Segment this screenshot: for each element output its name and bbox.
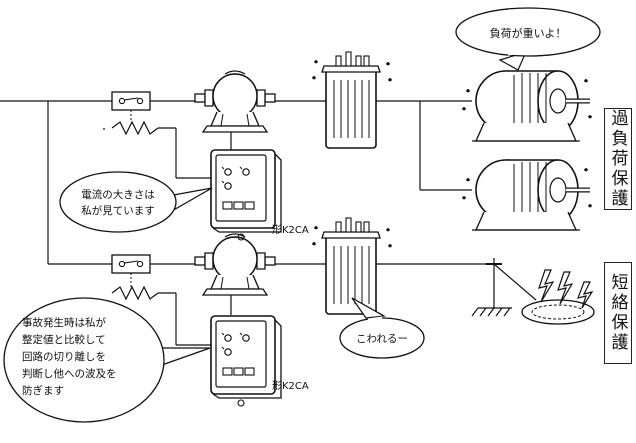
breaker-lower: [111, 254, 151, 274]
relay-k2ca-upper: [210, 149, 282, 241]
callout-fault-line3: 回路の切り離しを: [22, 350, 106, 363]
wiring: [0, 100, 537, 346]
callout-fault-line1: 事故発生時は私が: [22, 316, 106, 329]
breaker-upper: [111, 91, 151, 111]
callout-current-watch: 電流の大きさは 私が見ています: [59, 171, 213, 233]
callout-current-watch-line1: 電流の大きさは: [81, 188, 155, 201]
motor-lower: [462, 160, 592, 230]
callout-fault-compare: 事故発生時は私が 整定値と比較して 回路の切り離しを 判断し他への波及を 防ぎま…: [3, 297, 211, 423]
transformer-lower: [311, 217, 393, 315]
relay-label-lower: 形K2CA: [272, 380, 309, 392]
current-transformer-upper: [194, 70, 276, 133]
short-circuit-protection-label: 短絡保護: [604, 262, 632, 364]
callout-fault-line5: 防ぎます: [22, 384, 64, 397]
relay-label-upper: 形K2CA: [272, 224, 309, 236]
current-transformer-lower: [194, 233, 276, 296]
short-circuit-fault: [521, 269, 595, 325]
trip-coil-lower: [111, 285, 159, 301]
callout-overload-motor: 負荷が重いよ！: [455, 7, 601, 71]
callout-overload-motor-text: 負荷が重いよ！: [490, 26, 567, 40]
callout-current-watch-line2: 私が見ています: [81, 204, 155, 217]
motor-upper: [462, 71, 592, 141]
callout-transformer-break-text: こわれるー: [356, 333, 408, 345]
callout-fault-line4: 判断し他への波及を: [22, 367, 117, 380]
callout-fault-line2: 整定値と比較して: [22, 333, 106, 346]
transformer-upper: [311, 51, 393, 149]
trip-coil-upper: [111, 120, 159, 136]
relay-k2ca-lower: [210, 315, 282, 407]
callout-transformer-break: こわれるー: [339, 297, 425, 359]
overload-protection-label: 過負荷保護: [604, 108, 632, 210]
